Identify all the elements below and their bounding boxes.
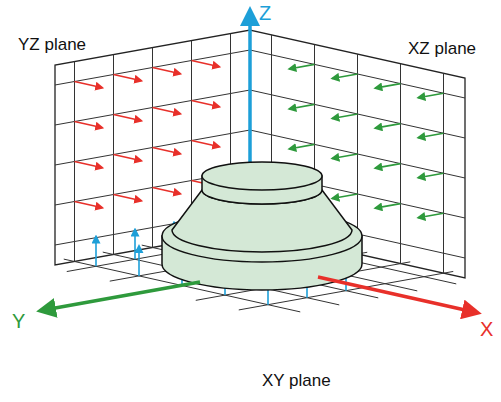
axis-label: X bbox=[480, 318, 493, 340]
field-arrow bbox=[192, 101, 220, 107]
field-arrow bbox=[153, 188, 181, 194]
field-arrow bbox=[75, 202, 103, 208]
field-arrow bbox=[332, 194, 357, 199]
field-arrow bbox=[95, 236, 97, 266]
grid-line bbox=[55, 130, 250, 165]
field-arrow bbox=[289, 104, 314, 109]
axis-label: Z bbox=[259, 2, 271, 24]
plane-label: XZ plane bbox=[408, 40, 476, 59]
field-arrow bbox=[332, 74, 357, 79]
field-arrow bbox=[289, 144, 314, 149]
field-arrow bbox=[375, 164, 400, 169]
field-arrow bbox=[134, 229, 136, 259]
grid-line bbox=[55, 50, 250, 85]
field-arrow bbox=[375, 124, 400, 129]
plane-grids bbox=[55, 30, 465, 312]
stepped-part bbox=[162, 162, 362, 290]
field-arrow bbox=[138, 246, 140, 276]
field-arrow bbox=[418, 173, 443, 178]
field-arrow bbox=[192, 141, 220, 147]
field-arrow bbox=[418, 133, 443, 138]
field-arrow bbox=[153, 68, 181, 74]
field-arrow bbox=[332, 154, 357, 159]
field-arrow bbox=[114, 155, 142, 161]
field-arrow bbox=[114, 115, 142, 121]
field-arrow bbox=[153, 148, 181, 154]
field-arrow bbox=[75, 82, 103, 88]
plane-label: YZ plane bbox=[18, 36, 86, 55]
field-arrow bbox=[289, 64, 314, 69]
field-arrows bbox=[75, 61, 444, 305]
field-arrow bbox=[418, 213, 443, 218]
field-arrow bbox=[75, 162, 103, 168]
field-arrow bbox=[375, 84, 400, 89]
grid-line bbox=[55, 90, 250, 125]
axis-label: Y bbox=[12, 310, 25, 332]
field-arrow bbox=[114, 195, 142, 201]
field-arrow bbox=[192, 61, 220, 67]
grid-line bbox=[250, 90, 465, 138]
x-axis bbox=[318, 277, 474, 312]
field-arrow bbox=[418, 93, 443, 98]
field-arrow bbox=[114, 75, 142, 81]
field-arrow bbox=[153, 108, 181, 114]
field-arrow bbox=[332, 114, 357, 119]
field-arrow bbox=[75, 122, 103, 128]
y-axis bbox=[44, 282, 200, 310]
field-arrow bbox=[375, 204, 400, 209]
plane-label: XY plane bbox=[262, 372, 331, 391]
